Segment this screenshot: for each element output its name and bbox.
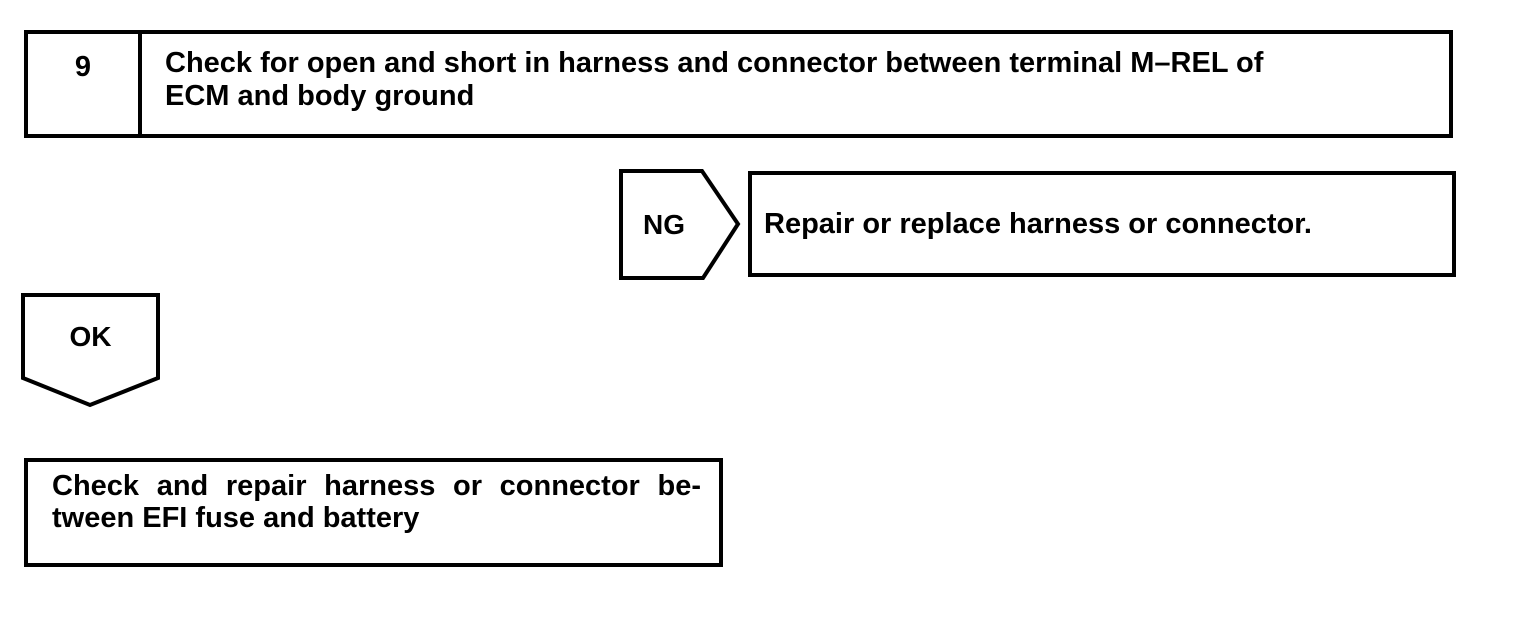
result-text-line2: tween EFI fuse and battery (52, 502, 420, 534)
step-instruction: Check for open and short in harness and … (142, 34, 1449, 134)
ng-tag-label: NG (643, 208, 685, 240)
ok-tag-label: OK (69, 320, 112, 352)
ng-action-box: Repair or replace harness or connector. (748, 171, 1456, 277)
result-box: Check and repair harness or connector be… (24, 458, 723, 567)
step-instruction-line1: Check for open and short in harness and … (165, 47, 1264, 79)
step-number: 9 (28, 34, 142, 134)
step-box: 9 Check for open and short in harness an… (24, 30, 1453, 138)
ok-arrow-shape (21, 293, 160, 408)
ng-action-text: Repair or replace harness or connector. (764, 207, 1312, 240)
step-instruction-line2: ECM and body ground (165, 80, 475, 112)
result-text-line1: Check and repair harness or connector be… (52, 470, 701, 502)
ng-arrow-shape (619, 169, 741, 280)
